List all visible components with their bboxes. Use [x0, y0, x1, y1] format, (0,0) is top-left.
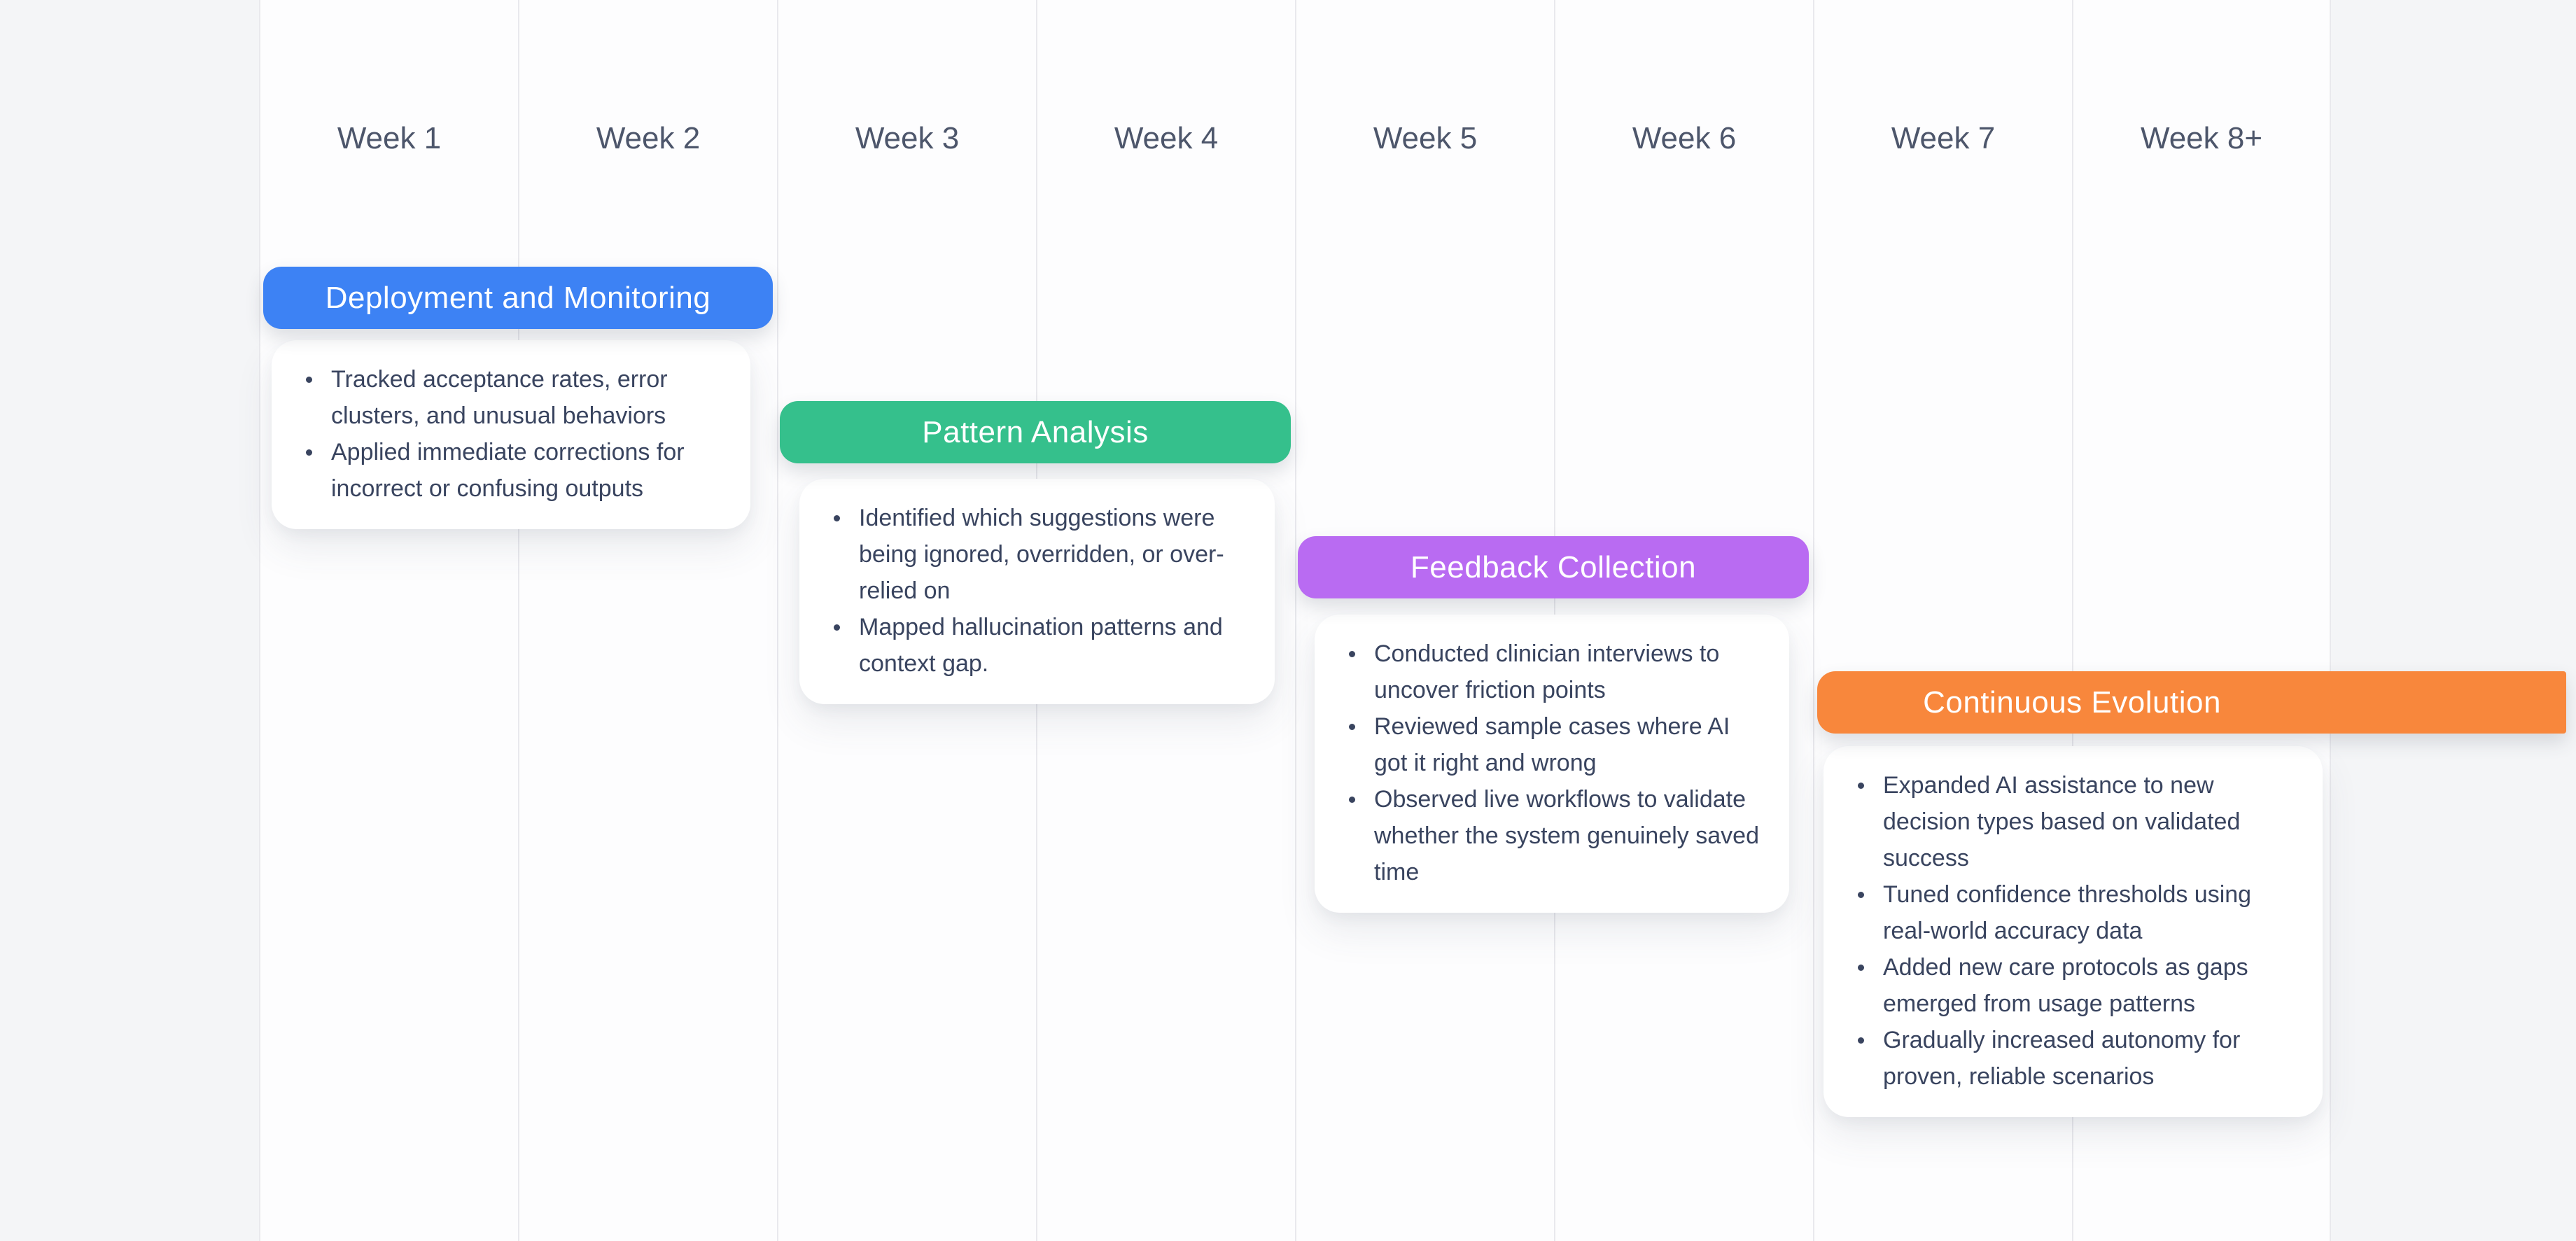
week-label: Week 2	[596, 121, 701, 155]
phase-bullet-list: Identified which suggestions were being …	[799, 479, 1275, 704]
phase-title: Feedback Collection	[1410, 549, 1697, 584]
week-column-2: Week 2	[518, 0, 777, 1241]
week-label: Week 5	[1373, 121, 1478, 155]
phase-title: Continuous Evolution	[1923, 685, 2221, 720]
bullet-item: Conducted clinician interviews to uncove…	[1349, 636, 1770, 708]
phase-bar-pattern-analysis: Pattern Analysis	[780, 401, 1291, 463]
phase-bar-deployment-and-monitoring: Deployment and Monitoring	[263, 267, 773, 329]
bullet-item: Applied immediate corrections for incorr…	[306, 434, 731, 507]
phase-bar-feedback-collection: Feedback Collection	[1298, 536, 1809, 598]
week-label: Week 8+	[2140, 121, 2263, 155]
week-label: Week 7	[1891, 121, 1996, 155]
bullet-item: Added new care protocols as gaps emerged…	[1858, 949, 2303, 1022]
phase-bar-continuous-evolution: Continuous Evolution	[1817, 671, 2566, 734]
bullet-item: Gradually increased autonomy for proven,…	[1858, 1022, 2303, 1095]
bullet-item: Observed live workflows to validate whet…	[1349, 781, 1770, 890]
phase-card-deployment-and-monitoring: Tracked acceptance rates, error clusters…	[272, 340, 750, 529]
bullet-item: Tracked acceptance rates, error clusters…	[306, 361, 731, 434]
bullet-item: Mapped hallucination patterns and contex…	[834, 609, 1255, 682]
week-label: Week 1	[337, 121, 442, 155]
bullet-item: Identified which suggestions were being …	[834, 500, 1255, 609]
phase-bullet-list: Expanded AI assistance to new decision t…	[1823, 746, 2323, 1117]
phase-card-feedback-collection: Conducted clinician interviews to uncove…	[1315, 615, 1789, 913]
phase-title: Deployment and Monitoring	[325, 280, 711, 315]
bullet-item: Reviewed sample cases where AI got it ri…	[1349, 708, 1770, 781]
phase-card-continuous-evolution: Expanded AI assistance to new decision t…	[1823, 746, 2323, 1117]
week-label: Week 3	[855, 121, 960, 155]
bullet-item: Tuned confidence thresholds using real-w…	[1858, 876, 2303, 949]
phase-bullet-list: Conducted clinician interviews to uncove…	[1315, 615, 1789, 913]
week-label: Week 4	[1114, 121, 1219, 155]
phase-bullet-list: Tracked acceptance rates, error clusters…	[272, 340, 750, 529]
phase-card-pattern-analysis: Identified which suggestions were being …	[799, 479, 1275, 704]
week-label: Week 6	[1632, 121, 1737, 155]
bullet-item: Expanded AI assistance to new decision t…	[1858, 767, 2303, 876]
week-column-1: Week 1	[259, 0, 518, 1241]
phase-title: Pattern Analysis	[922, 414, 1149, 449]
